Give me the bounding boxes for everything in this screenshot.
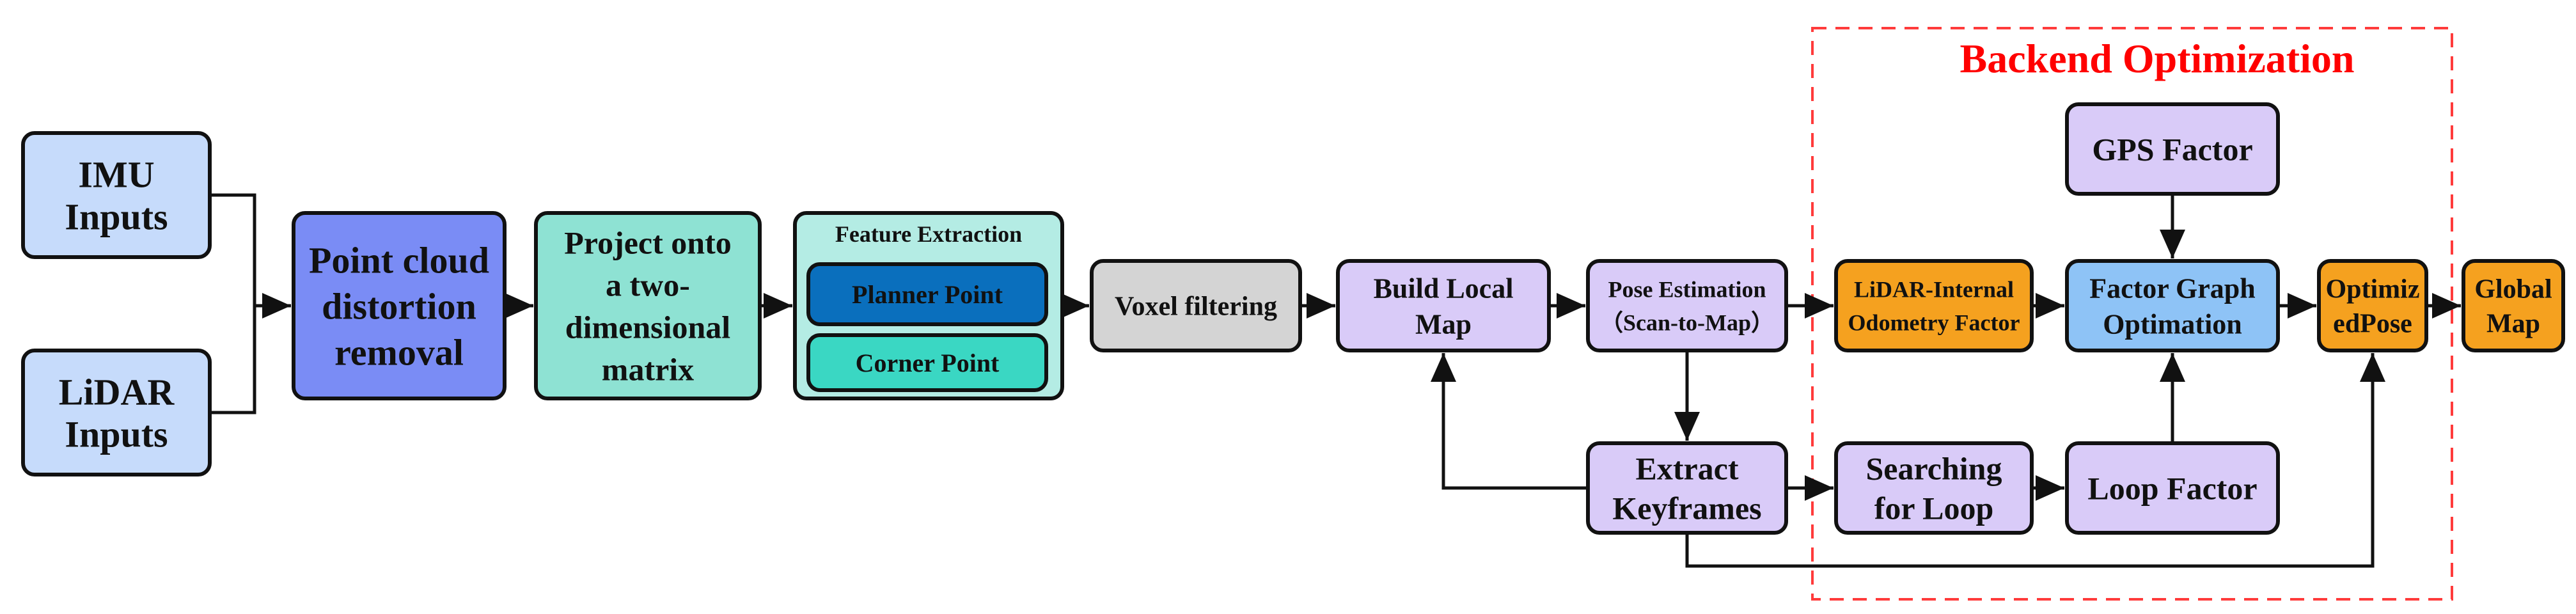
node-keyframes-label: Keyframes [1612, 491, 1761, 526]
node-project-label: a two- [606, 267, 690, 303]
node-loop-factor-box [2065, 441, 2280, 535]
node-search-loop: Searching for Loop [1834, 441, 2034, 535]
node-voxel-box [1090, 259, 1302, 352]
node-imu-box [21, 131, 212, 259]
node-project-label: dimensional [565, 310, 731, 345]
edge-keyframes-to-optimized [1685, 353, 2385, 568]
node-pose: Pose Estimation （Scan-to-Map） [1586, 259, 1788, 352]
node-factor-graph-label: Optimation [2103, 308, 2242, 340]
node-lidar-factor-box [1834, 259, 2034, 352]
edge-lidar-to-merge [210, 306, 256, 414]
node-lidar-factor-label: LiDAR-Internal [1854, 277, 2014, 303]
backend-title: Backend Optimization [1960, 36, 2355, 81]
node-project-label: matrix [602, 352, 694, 388]
node-global-box [2462, 259, 2565, 352]
node-planner: Planner Point [806, 262, 1048, 326]
node-voxel: Voxel filtering [1090, 259, 1302, 352]
node-gps: GPS Factor [2065, 102, 2280, 196]
node-global-label: Global [2474, 275, 2552, 304]
node-imu-label: IMU [78, 154, 154, 195]
node-factor-graph-label: Factor Graph [2089, 272, 2256, 304]
node-project: Project onto a two-dimensional matrix [534, 211, 762, 400]
node-gps-box [2065, 102, 2280, 196]
node-factor-graph-box [2065, 259, 2280, 352]
connector-arrows [210, 193, 2461, 568]
node-keyframes-box [1586, 441, 1788, 535]
edge-imu-to-merge [210, 193, 256, 306]
node-corner-label: Corner Point [856, 349, 1000, 377]
node-optimized-label: edPose [2333, 310, 2412, 339]
node-optimized-box [2317, 259, 2428, 352]
node-pose-label: （Scan-to-Map） [1600, 310, 1774, 336]
node-corner: Corner Point [806, 333, 1048, 392]
node-localmap-label: Map [1415, 308, 1472, 340]
node-lidar-label: Inputs [65, 413, 168, 455]
node-pose-label: Pose Estimation [1608, 277, 1766, 303]
node-planner-label: Planner Point [852, 280, 1003, 309]
node-loop-factor: Loop Factor [2065, 441, 2280, 535]
node-pose-box [1586, 259, 1788, 352]
node-search-loop-box [1834, 441, 2034, 535]
node-optimized: Optimiz edPose [2317, 259, 2428, 352]
node-search-loop-label: Searching [1866, 451, 2002, 487]
node-corner-box [806, 333, 1048, 392]
node-localmap-box [1336, 259, 1551, 352]
node-lidar-factor-label: Odometry Factor [1848, 310, 2020, 336]
node-search-loop-label: for Loop [1874, 491, 1994, 526]
edge-keyframes-to-localmap [1431, 353, 1588, 490]
node-imu-label: Inputs [65, 196, 168, 237]
node-localmap-label: Build Local [1374, 272, 1514, 304]
node-planner-box [806, 262, 1048, 326]
node-lidar-label: LiDAR [59, 371, 175, 413]
node-distortion-label: distortion [322, 285, 476, 327]
node-keyframes-label: Extract [1635, 451, 1738, 487]
node-global-label: Map [2486, 310, 2540, 339]
node-voxel-label: Voxel filtering [1115, 292, 1277, 322]
node-optimized-label: Optimiz [2326, 275, 2420, 304]
node-project-label: Project onto [564, 225, 731, 261]
node-distortion-box [292, 211, 507, 400]
node-project-box [534, 211, 762, 400]
node-feature-label: Feature Extraction [835, 221, 1022, 247]
node-lidar-box [21, 349, 212, 476]
node-gps-label: GPS Factor [2092, 132, 2252, 168]
node-loop-factor-label: Loop Factor [2087, 471, 2257, 507]
node-distortion-label: removal [334, 331, 464, 373]
node-distortion-label: Point cloud [309, 239, 489, 281]
